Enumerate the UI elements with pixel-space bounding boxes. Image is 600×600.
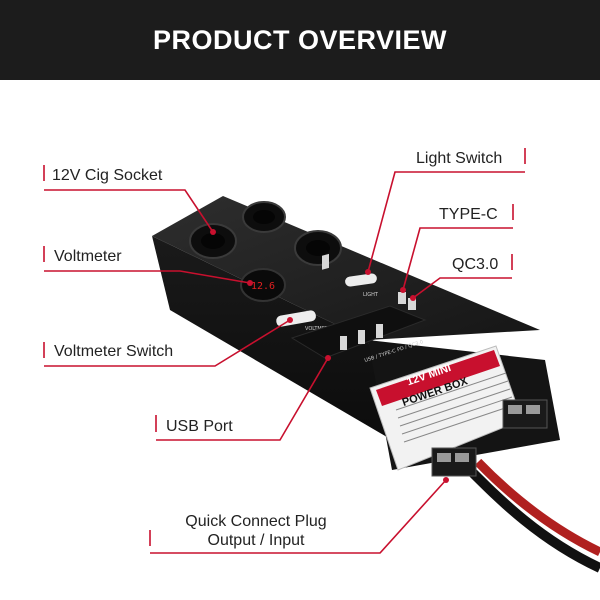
callout-usb-port: USB Port [166, 418, 233, 435]
usb-port-1[interactable] [322, 253, 329, 270]
usb-port-4[interactable] [376, 324, 383, 338]
type-c-port[interactable] [398, 292, 406, 304]
cig-socket-2 [242, 201, 286, 233]
quick-connect-plug-right [502, 399, 548, 429]
callout-voltmeter: Voltmeter [54, 248, 122, 265]
product-image-stage: 12.6 VOLTMETER LIGHT USB / TYPE-C PD / Q… [0, 80, 600, 600]
usb-port-2[interactable] [340, 336, 347, 350]
callout-quick-connect-line2: Output / Input [207, 532, 305, 549]
callout-dots [210, 229, 449, 483]
light-panel-label: LIGHT [363, 292, 379, 298]
quick-connect-plug-left [431, 447, 477, 477]
cig-socket-1 [189, 223, 237, 259]
callout-quick-connect-line1: Quick Connect Plug [185, 513, 327, 530]
voltmeter-display: 12.6 [240, 268, 286, 302]
usb-ports [322, 253, 416, 350]
usb-port-3[interactable] [358, 330, 365, 344]
page-title: PRODUCT OVERVIEW [152, 24, 448, 55]
voltmeter-reading: 12.6 [251, 281, 275, 292]
callout-quick-connect: Quick Connect Plug Output / Input [166, 512, 346, 550]
qc30-port[interactable] [408, 298, 416, 310]
box-left-side [152, 236, 392, 440]
callout-qc30: QC3.0 [452, 256, 499, 273]
light-switch[interactable] [344, 273, 377, 287]
header-banner: PRODUCT OVERVIEW [0, 0, 600, 80]
callout-voltmeter-switch: Voltmeter Switch [54, 343, 174, 360]
product-illustration: 12.6 VOLTMETER LIGHT USB / TYPE-C PD / Q… [43, 148, 600, 573]
callout-light-switch: Light Switch [416, 150, 503, 167]
box-top [152, 196, 540, 340]
cig-socket-3 [294, 230, 342, 266]
red-cable [474, 458, 600, 557]
callout-type-c: TYPE-C [439, 206, 498, 223]
callout-cig-socket: 12V Cig Socket [52, 167, 163, 184]
callout-lines [43, 148, 526, 554]
black-cable [466, 466, 600, 573]
product-label-plate: 12V MINI POWER BOX [369, 345, 523, 471]
